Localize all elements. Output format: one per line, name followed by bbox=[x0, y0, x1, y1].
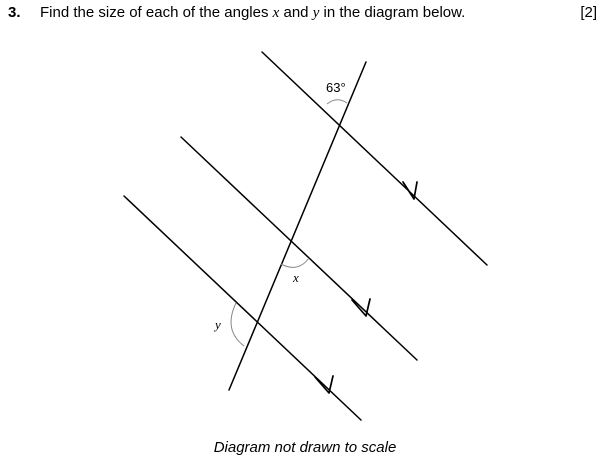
angle-arc-y bbox=[230, 302, 245, 347]
parallel-line-top bbox=[261, 51, 488, 266]
parallel-arrow-middle bbox=[351, 298, 371, 317]
question-text-part-1: Find the size of each of the angles bbox=[40, 4, 273, 21]
question-var-x: x bbox=[272, 5, 280, 21]
question-number: 3. bbox=[8, 4, 21, 21]
parallel-line-middle bbox=[180, 136, 418, 361]
question-text-part-2: and bbox=[279, 4, 313, 21]
angle-label-y: y bbox=[213, 317, 221, 332]
angle-label-63: 63° bbox=[326, 80, 346, 95]
diagram-caption: Diagram not drawn to scale bbox=[213, 439, 397, 456]
question-text: Find the size of each of the angles x an… bbox=[40, 4, 465, 22]
angle-arc-63 bbox=[326, 99, 348, 105]
parallel-arrow-top bbox=[402, 181, 418, 200]
angle-arc-x bbox=[280, 257, 310, 268]
question-text-part-3: in the diagram below. bbox=[319, 4, 466, 21]
transversal-line bbox=[228, 61, 367, 391]
angle-label-x: x bbox=[292, 270, 299, 285]
question-var-y: y bbox=[312, 5, 320, 21]
parallel-arrow-bottom bbox=[314, 375, 334, 394]
parallel-line-bottom bbox=[123, 195, 362, 421]
question-marks: [2] bbox=[580, 4, 597, 21]
